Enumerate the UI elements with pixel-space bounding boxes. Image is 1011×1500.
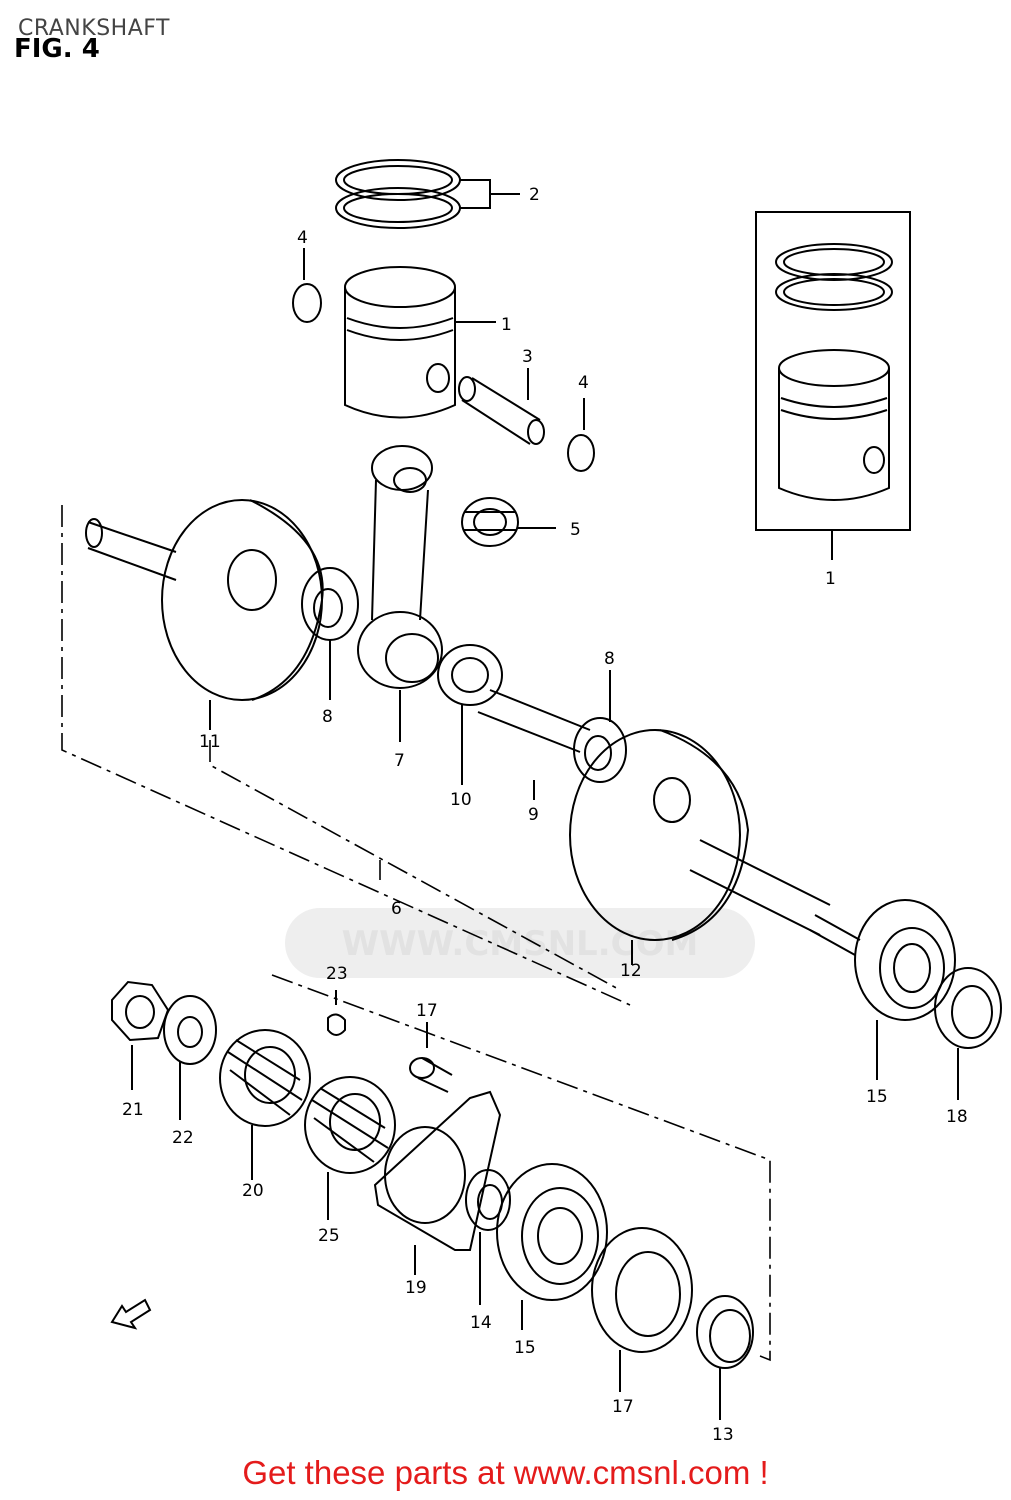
part-label: 14 [470,1313,492,1333]
part-label: 15 [866,1087,888,1107]
part-label: 17 [416,1001,438,1021]
part-label: 17 [612,1397,634,1417]
part-label: 15 [514,1338,536,1358]
part-label: 20 [242,1181,264,1201]
part-label: 23 [326,964,348,984]
part-label: 3 [522,347,533,367]
thrust-washer [573,670,627,783]
part-label: 6 [391,899,402,919]
part-label: 1 [501,315,512,335]
part-label: 18 [946,1107,968,1127]
part-label: 9 [528,805,539,825]
oil-seal-right [934,967,1002,1100]
part-label: 1 [825,569,836,589]
piston [344,266,496,419]
oil-seal-left [591,1227,693,1392]
part-label: 4 [578,373,589,393]
diagram-title: CRANKSHAFT [18,16,170,41]
oil-pump-gear [304,1076,396,1220]
front-arrow-icon [110,1298,152,1330]
bearing-retainer-plate [373,1090,502,1275]
assembly-bracket-lines [61,505,771,1362]
washer [163,995,217,1120]
piston-rings [335,159,520,229]
part-label: 22 [172,1128,194,1148]
part-label: 8 [604,649,615,669]
part-label: 10 [450,790,472,810]
main-bearing-right [854,899,956,1080]
connecting-rod [357,445,443,742]
woodruff-key [327,990,346,1036]
part-label: 13 [712,1425,734,1445]
part-label: 8 [322,707,333,727]
part-label: 21 [122,1100,144,1120]
figure-number: FIG. 4 [14,34,100,64]
watermark: WWW.CMSNL.COM [285,908,755,978]
part-label: 19 [405,1278,427,1298]
circlip [292,283,322,323]
part-label: 5 [570,520,581,540]
needle-bearing [461,497,556,547]
bolt [409,1022,453,1093]
crank-half-left [85,499,324,730]
part-label: 11 [199,732,221,752]
thrust-washer [301,567,359,700]
part-label: 7 [394,751,405,771]
main-bearing-left [496,1163,608,1330]
part-label: 12 [620,961,642,981]
piston-kit-inset [755,211,911,560]
piston-pin [458,368,545,445]
crank-nut [111,980,170,1090]
footer-promo-link[interactable]: Get these parts at www.cmsnl.com ! [242,1454,769,1491]
part-label: 4 [297,228,308,248]
part-label: 2 [529,185,540,205]
watermark-text: WWW.CMSNL.COM [342,924,699,964]
primary-gear [219,1029,311,1180]
part-label: 25 [318,1226,340,1246]
crank-pin [477,689,591,800]
circlip [567,434,595,472]
crank-spacer [696,1295,754,1420]
crankshaft-exploded-diagram: WWW.CMSNL.COM [61,159,1002,1445]
crank-pin-bearing [437,644,503,785]
crank-half-right [569,729,861,965]
